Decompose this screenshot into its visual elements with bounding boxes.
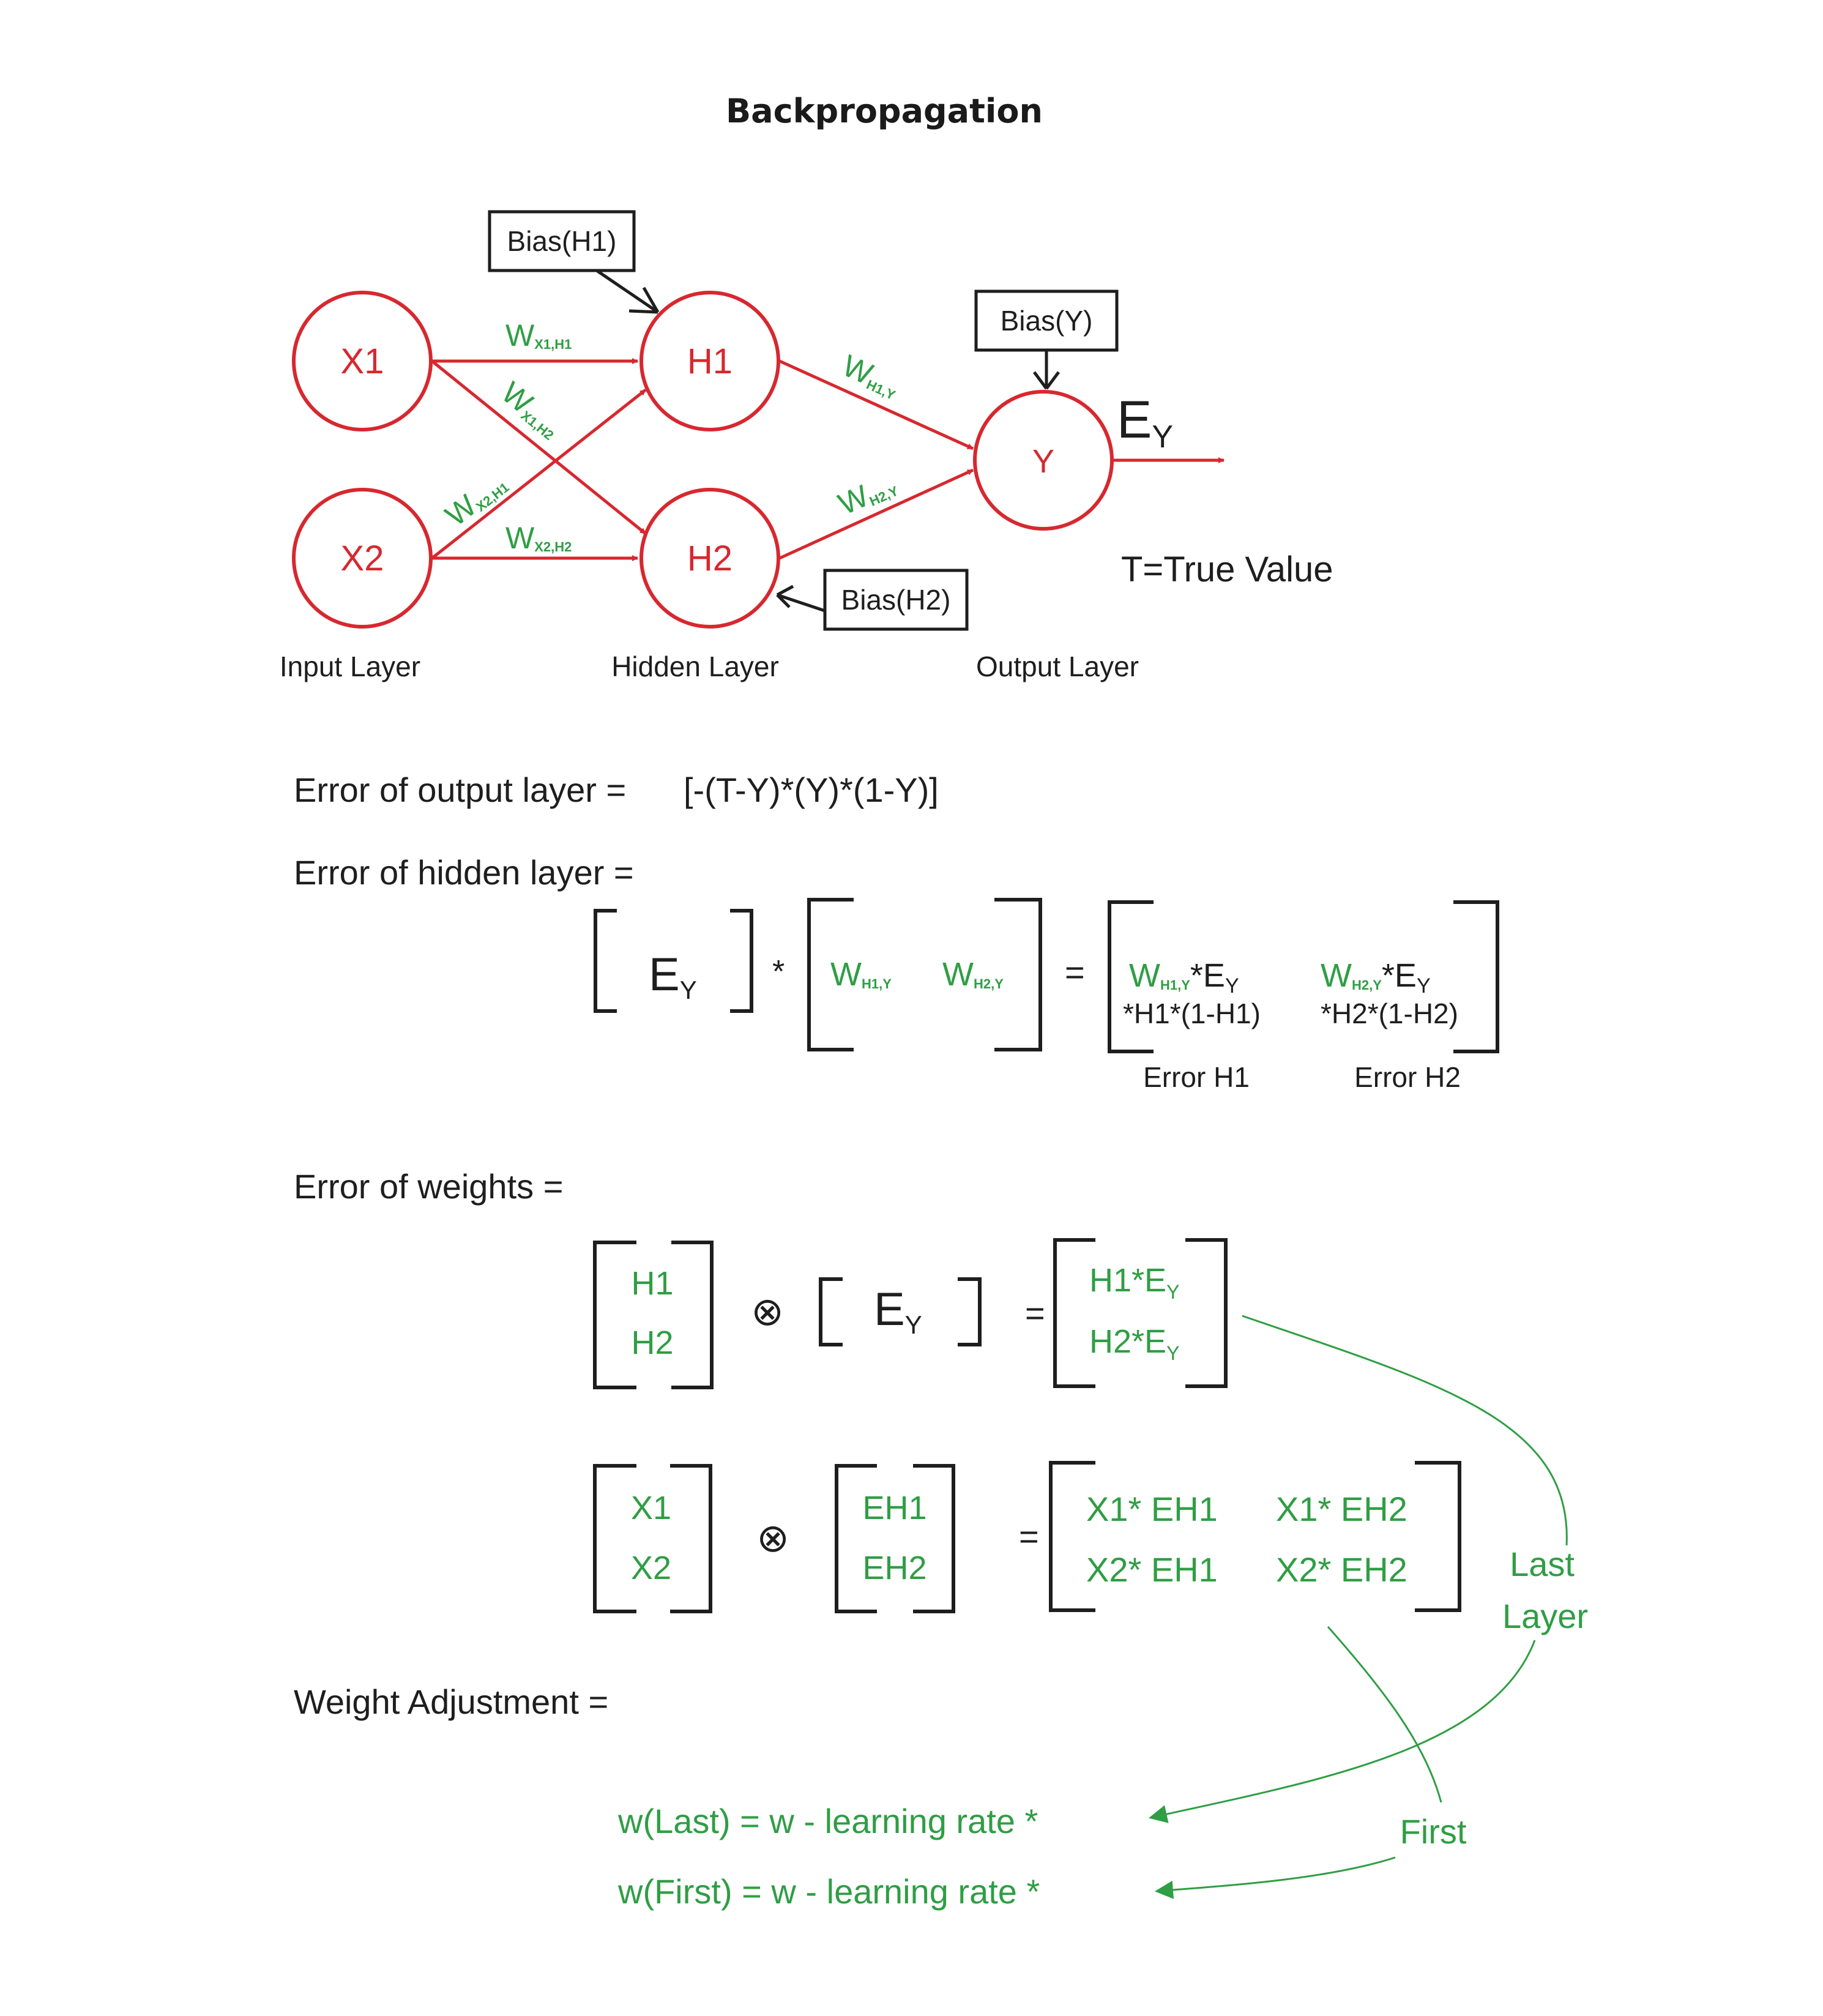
matrix1-col-2: H2 <box>631 1324 673 1361</box>
bias-y-arrow <box>1032 350 1061 390</box>
weight-h1-y: WH1,Y <box>838 348 906 403</box>
node-x1-label: X1 <box>341 342 384 381</box>
node-y-circle <box>973 390 1114 531</box>
node-h2-label: H2 <box>687 539 733 578</box>
edge-x1-h2 <box>431 360 647 535</box>
hidden-eq-ey: EY <box>649 949 697 1004</box>
weight-x1-h1: WX1,H1 <box>505 318 572 353</box>
matrix2-col-1: X1 <box>631 1490 671 1526</box>
matrix2-eh-2: EH2 <box>862 1550 926 1586</box>
matrix2-col-2: X2 <box>631 1550 671 1586</box>
bias-h1-box <box>488 210 636 272</box>
hidden-eq-result-3: *H1*(1-H1) <box>1123 998 1261 1029</box>
weights-error-text: Error of weights = <box>294 1167 563 1206</box>
matrix2-eh-1: EH1 <box>862 1490 926 1526</box>
node-y-label: Y <box>1032 443 1054 480</box>
node-x2-label: X2 <box>341 539 384 578</box>
output-error-formula: [-(T-Y)*(Y)*(1-Y)] <box>684 771 939 809</box>
matrix1-otimes: ⊗ <box>751 1290 784 1334</box>
hidden-eq-equals: = <box>1065 953 1085 991</box>
error-h2-label: Error H2 <box>1354 1061 1461 1093</box>
edge-h2-y <box>778 468 974 560</box>
hidden-eq-result-1: WH1,Y*EY <box>1129 957 1239 998</box>
bias-h1-label: Bias(H1) <box>507 225 617 257</box>
matrix2-equals: = <box>1019 1517 1039 1556</box>
weight-h2-y: WH2,Y <box>833 466 901 521</box>
node-x1-circle <box>292 291 433 431</box>
hidden-eq-w-h1y: WH1,Y <box>830 956 892 993</box>
matrix2-result-11: X1* EH1 <box>1086 1490 1218 1528</box>
matrix1-col-1: H1 <box>631 1265 673 1302</box>
bias-h1-arrow <box>595 269 660 314</box>
weight-adjustment-text: Weight Adjustment = <box>294 1682 608 1721</box>
hidden-eq-brackets <box>594 898 1499 1053</box>
matrix1-equals: = <box>1025 1294 1045 1332</box>
bias-h2-label: Bias(H2) <box>841 584 951 616</box>
network <box>292 291 1114 629</box>
matrix1-result-2: H2*EY <box>1089 1323 1179 1364</box>
weight-x1-h2: WX1,H2 <box>495 375 568 444</box>
matrix2-result-21: X2* EH1 <box>1086 1550 1218 1589</box>
output-layer-label: Output Layer <box>976 651 1139 682</box>
connector-first-top <box>1327 1626 1442 1803</box>
node-h2-circle <box>639 488 780 629</box>
weight-x2-h2: WX2,H2 <box>505 521 572 555</box>
node-h1-circle <box>639 291 780 431</box>
hidden-layer-label: Hidden Layer <box>611 651 779 682</box>
bias-y-label: Bias(Y) <box>1001 305 1093 337</box>
error-h1-label: Error H1 <box>1143 1061 1250 1093</box>
true-value-label: T=True Value <box>1121 550 1333 589</box>
bias-h2-box <box>823 569 969 631</box>
hidden-eq-result-2: WH2,Y*EY <box>1321 957 1431 998</box>
hidden-eq-result-4: *H2*(1-H2) <box>1321 998 1458 1029</box>
node-x2-circle <box>292 488 433 629</box>
hidden-error-text: Error of hidden layer = <box>294 853 634 892</box>
first-label: First <box>1400 1812 1467 1851</box>
output-error-label: EY <box>1117 390 1173 455</box>
matrix2-brackets <box>593 1461 1461 1613</box>
last-layer-label-2: Layer <box>1502 1597 1588 1635</box>
diagram-title: Backpropagation <box>726 92 1043 130</box>
matrix2-result-22: X2* EH2 <box>1276 1550 1407 1589</box>
matrix1-brackets <box>593 1238 1228 1389</box>
matrix1-result-1: H1*EY <box>1089 1262 1179 1303</box>
weight-adjust-first: w(First) = w - learning rate * <box>617 1872 1040 1911</box>
hidden-eq-star: * <box>772 954 785 990</box>
matrix1-ey: EY <box>874 1283 922 1339</box>
matrix2-result-12: X1* EH2 <box>1276 1490 1407 1528</box>
last-layer-label-1: Last <box>1510 1545 1575 1583</box>
matrix2-otimes: ⊗ <box>756 1516 789 1560</box>
connector-last-bottom <box>1149 1640 1536 1823</box>
connector-first-bottom <box>1155 1856 1396 1899</box>
output-error-text: Error of output layer = <box>294 771 626 809</box>
edge-x2-h1 <box>431 389 647 559</box>
edge-h1-y <box>778 359 974 450</box>
node-h1-label: H1 <box>687 342 733 381</box>
connector-last-top <box>1242 1315 1568 1546</box>
weight-adjust-last: w(Last) = w - learning rate * <box>617 1802 1038 1840</box>
hidden-eq-w-h2y: WH2,Y <box>942 956 1004 993</box>
input-layer-label: Input Layer <box>280 651 420 682</box>
bias-h2-arrow <box>776 584 826 613</box>
